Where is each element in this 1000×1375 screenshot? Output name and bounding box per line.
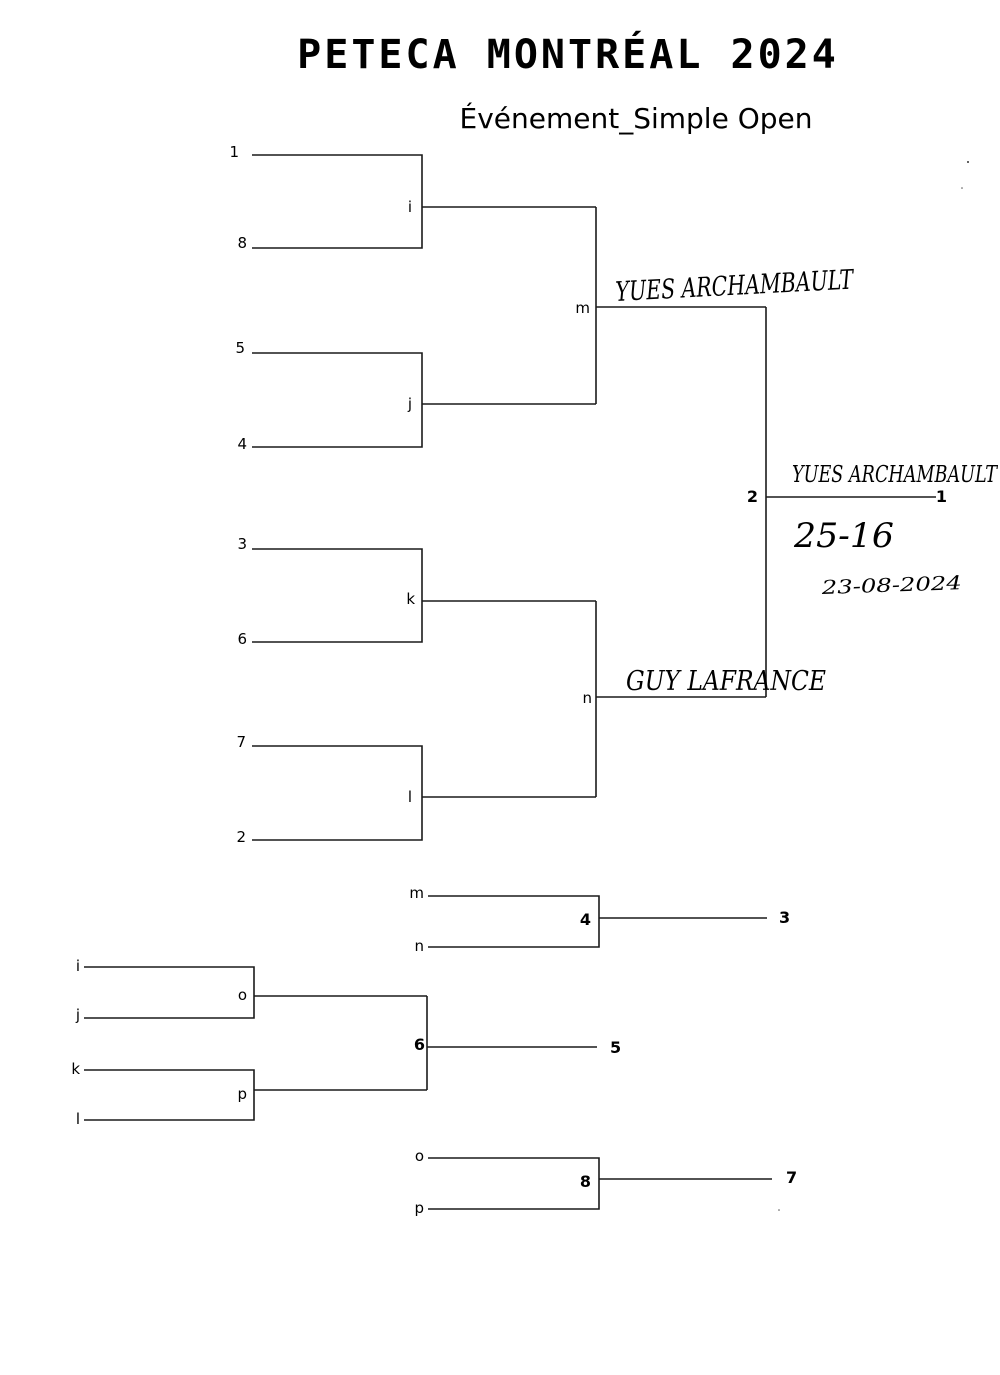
match-label: p	[237, 1085, 247, 1103]
semifinal-n-lines	[595, 601, 766, 797]
seed-label: 6	[237, 630, 247, 648]
seventh-place-match-label: 8	[580, 1172, 591, 1191]
match-label: o	[415, 1147, 424, 1165]
seed-label: 2	[236, 828, 246, 846]
consolation-o-lines	[84, 966, 427, 1019]
match-label: p	[414, 1199, 424, 1217]
match-label: j	[407, 395, 412, 413]
handwritten-date: 23-08-2024	[820, 572, 962, 599]
seventh-place-lines	[428, 1157, 772, 1210]
scan-speck	[778, 1209, 780, 1211]
match-label: m	[409, 884, 424, 902]
match-label: i	[76, 957, 80, 975]
match-label: n	[582, 689, 592, 707]
fifth-place-lines	[426, 996, 597, 1090]
fifth-place-match-label: 6	[414, 1035, 425, 1054]
consolation-p-lines	[84, 1069, 427, 1121]
final-lines	[765, 307, 936, 697]
seed-label: 1	[229, 143, 239, 161]
match-label: l	[408, 788, 412, 806]
third-place-lines	[428, 895, 767, 948]
match-label: o	[238, 986, 247, 1004]
match-label: j	[75, 1006, 80, 1024]
match-label: l	[76, 1110, 80, 1128]
match-i-lines	[252, 154, 596, 249]
handwritten-semifinal-n-winner: GUY LAFRANCE	[626, 666, 826, 697]
match-label: i	[408, 198, 412, 216]
handwritten-semifinal-m-winner: YUES ARCHAMBAULT	[615, 264, 856, 307]
match-k-lines	[252, 548, 596, 643]
scan-speck	[967, 161, 969, 163]
third-place-rank-label: 3	[779, 908, 790, 927]
match-l-lines	[252, 745, 596, 841]
final-match-label: 2	[747, 487, 758, 506]
event-subtitle: Événement_Simple Open	[460, 101, 813, 135]
fifth-place-rank-label: 5	[610, 1038, 621, 1057]
match-label: k	[406, 590, 415, 608]
match-j-lines	[252, 352, 596, 448]
seed-label: 3	[237, 535, 247, 553]
seed-label: 8	[237, 234, 247, 252]
seed-label: 5	[235, 339, 245, 357]
seventh-place-rank-label: 7	[786, 1168, 797, 1187]
handwritten-final-score: 25-16	[793, 516, 894, 556]
match-label: m	[575, 299, 590, 317]
match-label: k	[71, 1060, 80, 1078]
seed-label: 4	[237, 435, 247, 453]
third-place-match-label: 4	[580, 910, 591, 929]
page-title: PETECA MONTRÉAL 2024	[297, 30, 839, 78]
scan-speck	[961, 187, 963, 189]
match-label: n	[414, 937, 424, 955]
handwritten-champion: YUES ARCHAMBAULT	[792, 462, 998, 488]
semifinal-m-lines	[595, 207, 766, 404]
winner-rank-label: 1	[936, 487, 947, 506]
seed-label: 7	[236, 733, 246, 751]
